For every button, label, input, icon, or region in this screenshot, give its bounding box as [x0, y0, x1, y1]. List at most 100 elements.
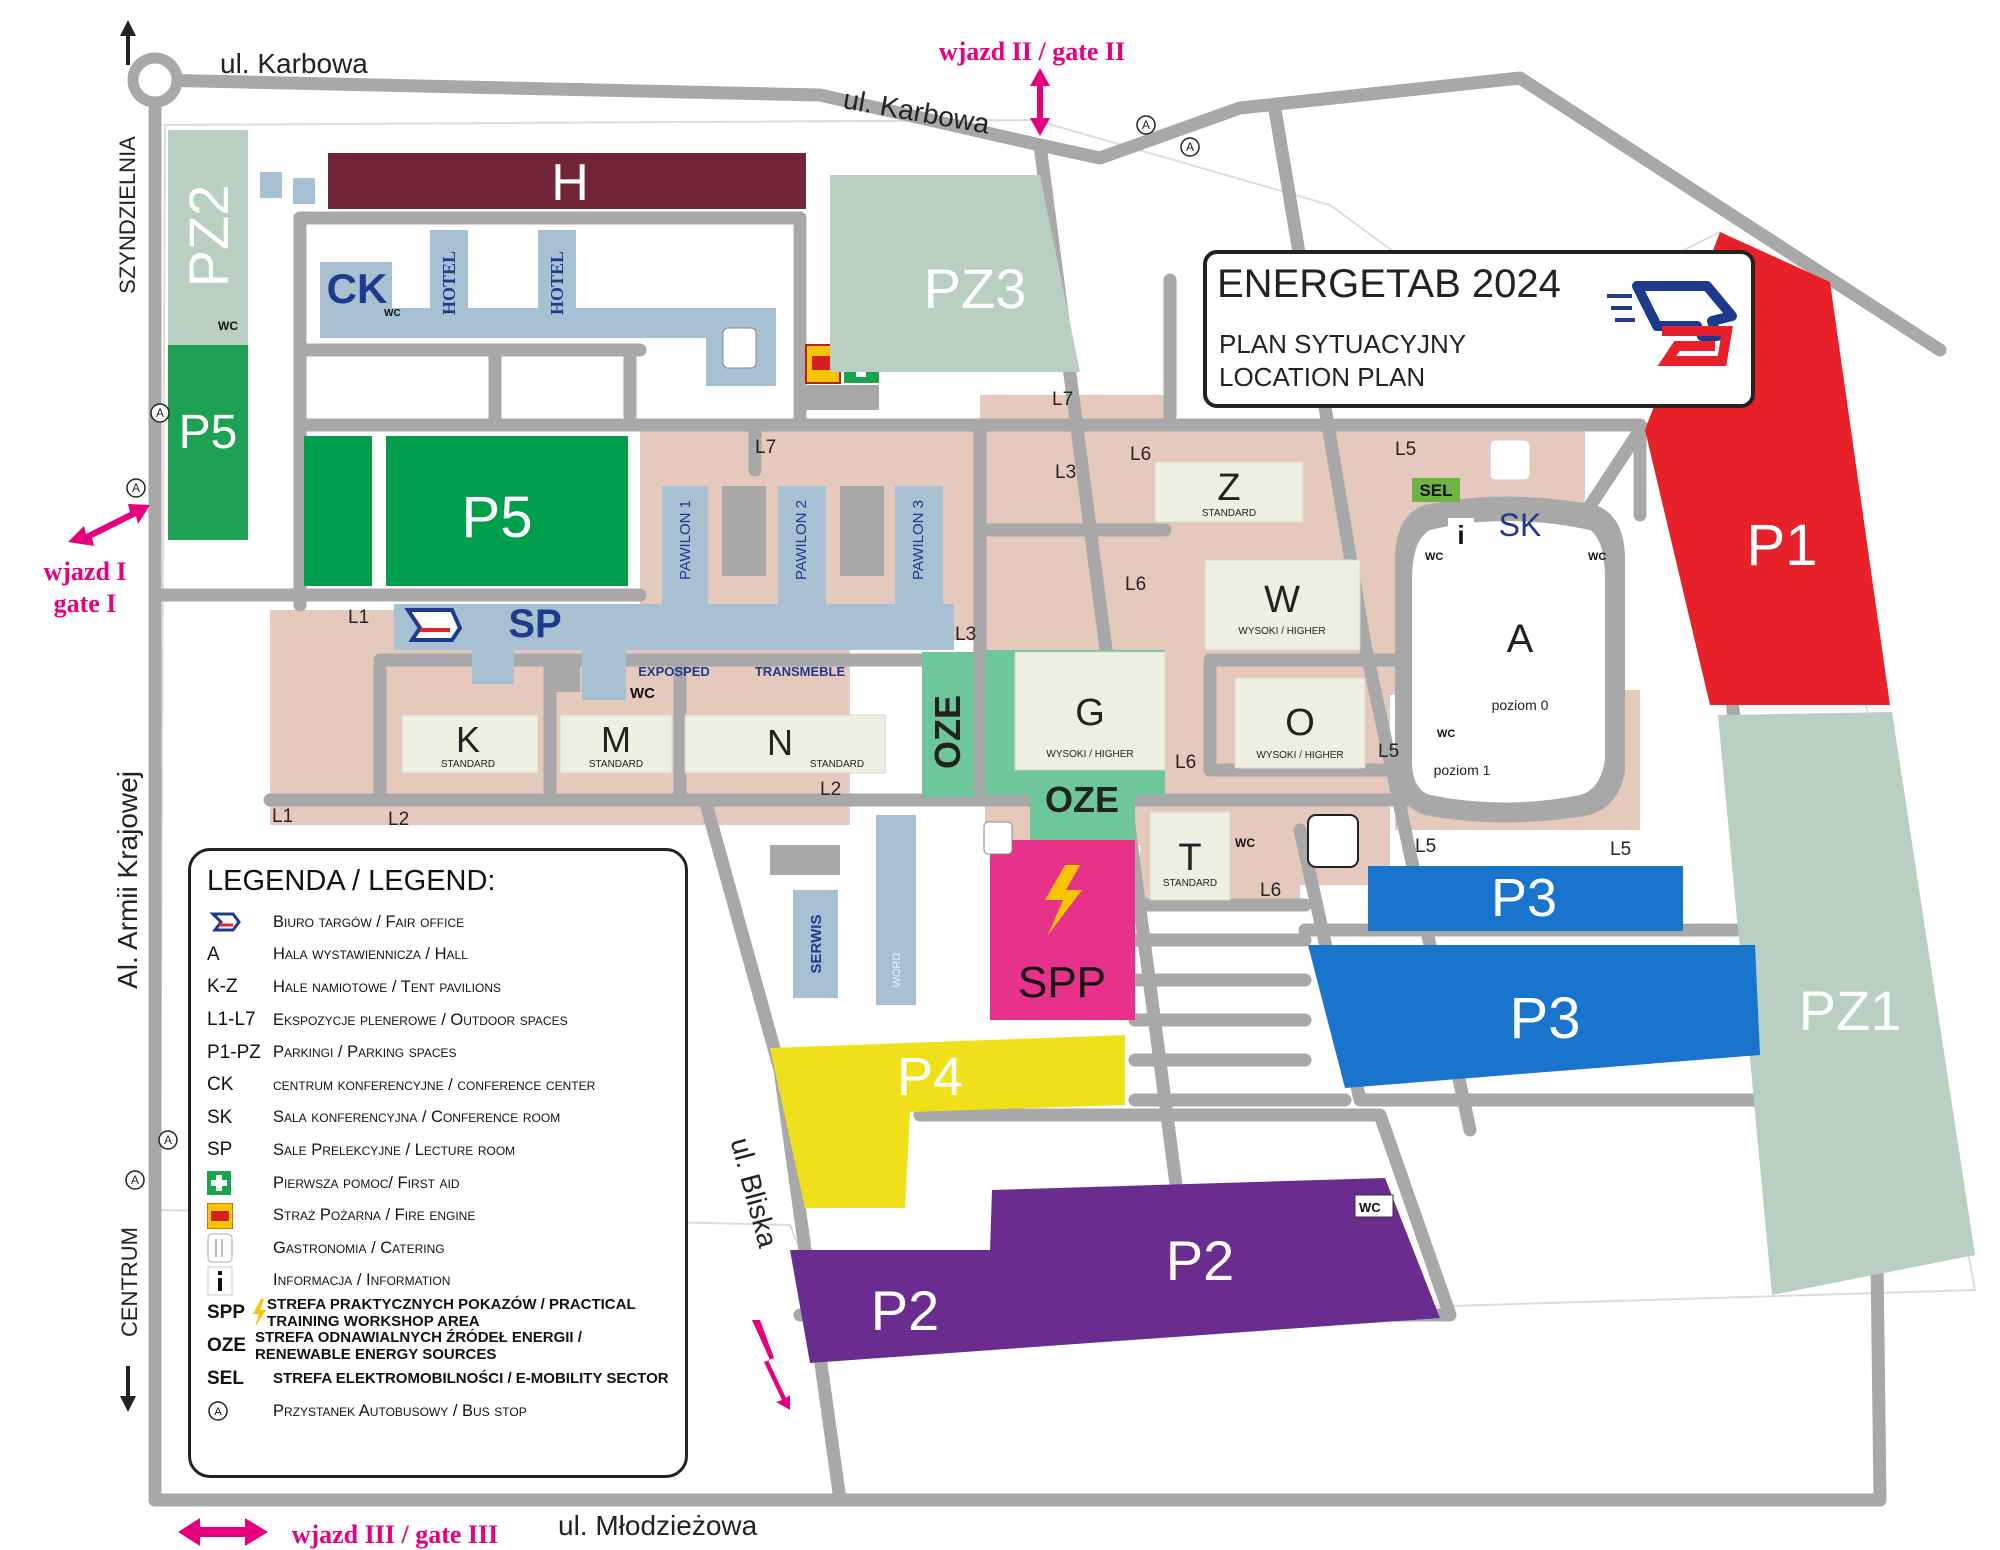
legend-item: OZE STREFA ODNAWIALNYCH ŹRÓDEŁ ENERGII / … — [207, 1329, 671, 1364]
oze-horizontal-label: OZE — [1045, 779, 1119, 820]
legend-key — [207, 911, 273, 933]
oze-zone-horizontal — [1030, 785, 1135, 840]
catering-icon — [722, 327, 757, 369]
legend-key — [207, 1233, 273, 1263]
pawilon-3-label: PAWILON 3 — [910, 500, 927, 580]
legend-item: SEL STREFA ELEKTROMOBILNOŚCI / E-MOBILITY… — [207, 1362, 671, 1395]
spp-label: SPP — [1018, 958, 1106, 1007]
legend-key — [207, 1202, 273, 1229]
legend-key: OZE — [207, 1335, 247, 1357]
parking-p3-south-label: P3 — [1510, 986, 1581, 1051]
parking-pz3 — [830, 175, 1080, 372]
legend-item: Straż Pożarna / Fire engine — [207, 1199, 671, 1232]
parking-p5-west-label: P5 — [179, 406, 238, 459]
fire-engine-icon — [207, 1202, 233, 1229]
legend-key: A — [207, 1400, 273, 1422]
parking-pz2 — [168, 130, 248, 345]
tent-o-label: O — [1285, 702, 1315, 744]
hotel-2-label: HOTEL — [547, 251, 567, 315]
info-label: i — [1457, 520, 1464, 550]
svg-text:L6: L6 — [1175, 752, 1196, 773]
legend-description: Parkingi / Parking spaces — [273, 1043, 457, 1062]
hall-a-label: A — [1507, 617, 1534, 661]
parking-p3-north — [1368, 866, 1683, 931]
north-arrow-icon — [120, 20, 136, 65]
plan-title-en: LOCATION PLAN — [1219, 362, 1426, 392]
lightning-icon — [1045, 865, 1082, 935]
gate-arrows — [68, 68, 1050, 1546]
word-label: WORD — [891, 953, 903, 988]
street-centrum: CENTRUM — [117, 1227, 142, 1337]
legend-description: Straż Pożarna / Fire engine — [273, 1206, 476, 1225]
hall-h — [328, 153, 806, 209]
parking-p2-east-label: P2 — [1166, 1229, 1235, 1292]
lightning-icon — [251, 1299, 267, 1328]
legend-key: SK — [207, 1106, 233, 1128]
parking-pz1-label: PZ1 — [1799, 979, 1902, 1042]
catering-icon-spp — [983, 821, 1013, 855]
legend-description: STREFA ELEKTROMOBILNOŚCI / E-MOBILITY SE… — [273, 1370, 669, 1388]
street-mlodziezowa: ul. Młodzieżowa — [558, 1510, 758, 1541]
tent-n-label: N — [767, 722, 793, 763]
serwis-label: SERWIS — [808, 915, 825, 974]
serwis-building — [793, 890, 838, 998]
svg-text:L2: L2 — [388, 809, 409, 830]
street-karbowa-west: ul. Karbowa — [220, 48, 368, 79]
svg-text:L6: L6 — [1125, 574, 1146, 595]
hall-a — [1412, 521, 1605, 803]
bus-stop-icons — [125, 115, 1200, 1190]
svg-text:L7: L7 — [1052, 389, 1073, 410]
tent-o-sub: WYSOKI / HIGHER — [1256, 750, 1343, 761]
legend-description: Pierwsza pomoc/ First aid — [273, 1173, 460, 1192]
pawilon-1-label: PAWILON 1 — [677, 500, 694, 580]
legend-description: Sale Prelekcyjne / Lecture room — [273, 1140, 516, 1159]
legend-key: SEL — [207, 1367, 244, 1389]
parking-pz3-label: PZ3 — [924, 257, 1027, 320]
svg-text:L3: L3 — [955, 624, 976, 645]
oze-zone-vertical — [922, 652, 974, 797]
legend-description: Hale namiotowe / Tent pavilions — [273, 977, 501, 996]
wc-a1: WC — [1425, 551, 1443, 563]
svg-text:L5: L5 — [1378, 741, 1399, 762]
tent-w-label: W — [1264, 579, 1300, 621]
parking-p5-main — [386, 436, 628, 586]
wc-a3: WC — [1437, 728, 1455, 740]
word-building — [876, 815, 916, 1005]
lecture-pavilions — [394, 486, 954, 700]
information-icon — [207, 1266, 233, 1296]
information-icon — [1448, 518, 1474, 550]
wc-p2: WC — [1359, 1200, 1381, 1215]
svg-text:L6: L6 — [1130, 444, 1151, 465]
fair-office-logo — [207, 911, 243, 933]
svg-text:L2: L2 — [820, 779, 841, 800]
tent-z-sub: STANDARD — [1202, 508, 1256, 519]
parking-p5-west — [168, 345, 248, 540]
roundabout — [127, 52, 183, 108]
tent-n-sub: STANDARD — [810, 759, 864, 770]
legend-description: STREFA ODNAWIALNYCH ŹRÓDEŁ ENERGII / REN… — [254, 1329, 582, 1364]
catering-icon — [207, 1233, 233, 1263]
legend-title: LEGENDA / LEGEND: — [207, 865, 496, 897]
street-szyndzielnia: SZYNDZIELNIA — [115, 136, 140, 294]
tent-g-label: G — [1075, 692, 1105, 734]
tent-t-sub: STANDARD — [1163, 878, 1217, 889]
gate-3-label: wjazd III / gate III — [292, 1520, 499, 1549]
legend-description: Gastronomia / Catering — [273, 1238, 445, 1257]
parking-p4 — [770, 1035, 1125, 1208]
south-arrow-icon — [120, 1366, 136, 1412]
svg-text:L5: L5 — [1395, 439, 1416, 460]
legend-key: A — [207, 943, 220, 965]
sel-zone — [1412, 478, 1460, 502]
legend-description: Informacja / Information — [273, 1271, 451, 1290]
bus-stop-label-1: A — [156, 406, 164, 420]
conference-center — [320, 230, 776, 386]
bus-stop-label-6: A — [1186, 140, 1194, 154]
legend-item: Biuro targów / Fair office — [207, 906, 671, 939]
wc-t: WC — [1235, 836, 1255, 850]
catering-icon-east — [1307, 814, 1359, 868]
svg-text:L1: L1 — [348, 607, 369, 628]
